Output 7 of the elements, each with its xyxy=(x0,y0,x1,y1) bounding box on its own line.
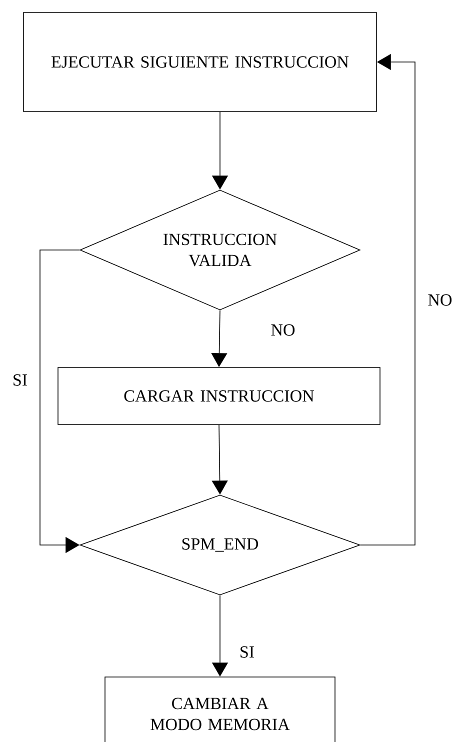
edge-label: NO xyxy=(426,292,454,308)
edge-label: SI xyxy=(237,644,257,660)
edge-label: SI xyxy=(10,372,30,388)
process-box: EJECUTAR SIGUIENTE INSTRUCCION xyxy=(23,12,377,112)
process-box: CARGAR INSTRUCCION xyxy=(58,367,380,425)
edge-label: NO xyxy=(268,322,298,338)
process-box: CAMBIAR A MODO MEMORIA xyxy=(104,676,336,742)
